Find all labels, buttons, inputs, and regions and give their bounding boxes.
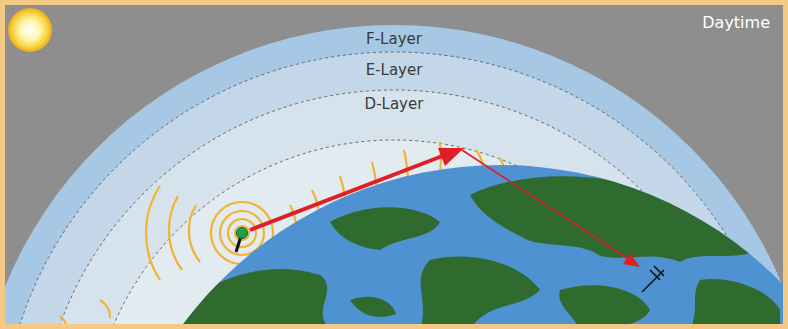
receiver-antenna	[642, 266, 664, 292]
layer-name: F-Layer	[362, 30, 426, 48]
transmitter	[237, 228, 248, 239]
arrowhead	[438, 148, 464, 166]
layer-name: D-Layer	[361, 95, 428, 113]
layer-band-label: F-Layer	[362, 30, 426, 48]
incident-ray	[250, 155, 445, 230]
layer-name: E-Layer	[362, 61, 427, 79]
sun	[8, 8, 52, 52]
layer-band-label: E-Layer	[362, 61, 427, 79]
landmass	[180, 176, 780, 324]
earth	[105, 165, 783, 324]
time-label: Daytime	[702, 13, 770, 32]
reflected-ray	[462, 150, 630, 260]
arrowhead	[623, 253, 640, 267]
layer-band-label: D-Layer	[361, 95, 428, 113]
